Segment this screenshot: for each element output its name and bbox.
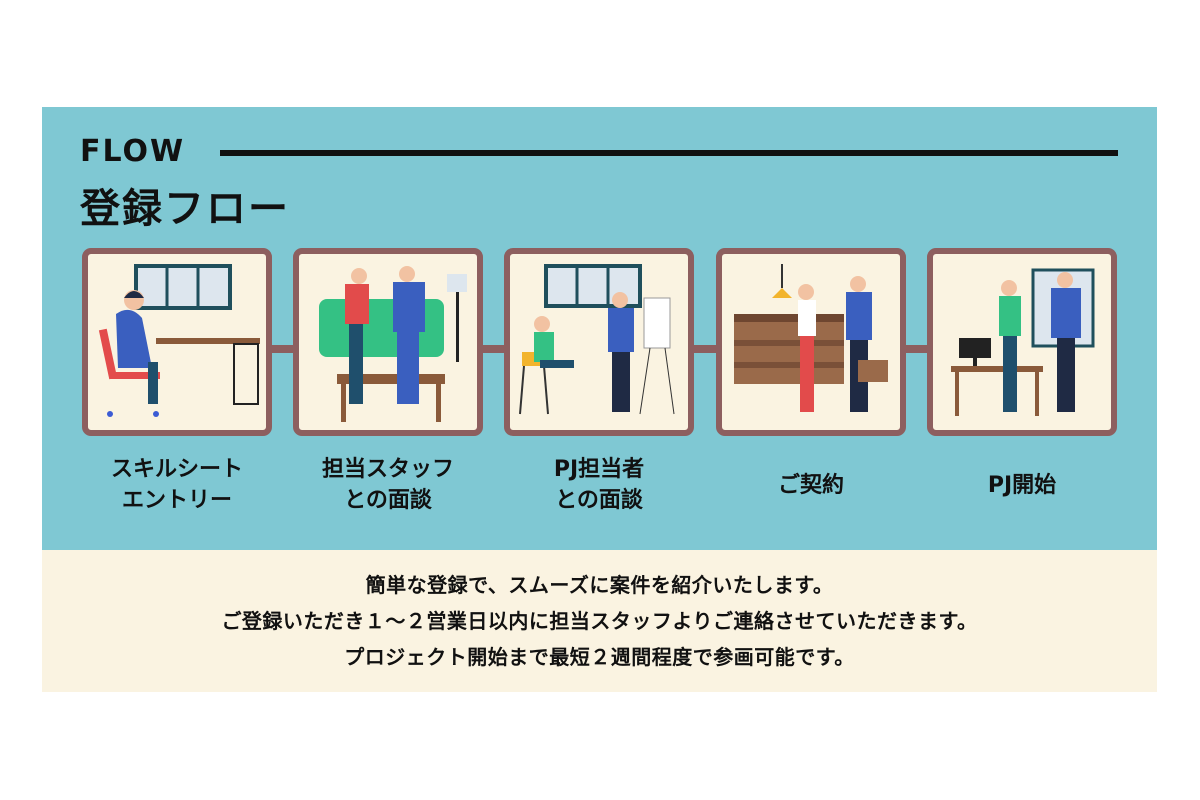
- flow-heading-jp: 登録フロー: [80, 186, 290, 232]
- presentation-illustration: [504, 248, 694, 436]
- office-start-illustration: [927, 248, 1117, 436]
- step-label-line1: PJ開始: [987, 472, 1057, 498]
- description-line-3: プロジェクト開始まで最短２週間程度で参画可能です。: [344, 645, 855, 669]
- flow-heading-en: FLOW: [80, 134, 186, 169]
- description-line-1: 簡単な登録で、スムーズに案件を紹介いたします。: [365, 573, 834, 597]
- man-at-desk-illustration: [82, 248, 272, 436]
- step-5: PJ開始: [927, 248, 1117, 516]
- step-4: ご契約: [716, 248, 906, 516]
- handshake-illustration: [716, 248, 906, 436]
- step-label-line1: 担当スタッフ: [321, 457, 454, 482]
- step-label-line2: との面談: [344, 488, 432, 513]
- step-label-line1: ご契約: [777, 472, 844, 498]
- step-label-line1: スキルシート: [110, 457, 243, 482]
- step-2: 担当スタッフとの面談: [293, 248, 483, 516]
- step-label-line2: エントリー: [121, 488, 232, 513]
- step-label-line2: との面談: [555, 488, 643, 513]
- heading-rule: [220, 150, 1118, 156]
- description-panel: 簡単な登録で、スムーズに案件を紹介いたします。 ご登録いただき１～２営業日以内に…: [42, 550, 1157, 692]
- description-line-2: ご登録いただき１～２営業日以内に担当スタッフよりご連絡させていただきます。: [221, 609, 978, 633]
- staff-meeting-illustration: [293, 248, 483, 436]
- step-3: PJ担当者との面談: [504, 248, 694, 516]
- step-1: スキルシートエントリー: [82, 248, 272, 516]
- step-label-line1: PJ担当者: [553, 457, 645, 482]
